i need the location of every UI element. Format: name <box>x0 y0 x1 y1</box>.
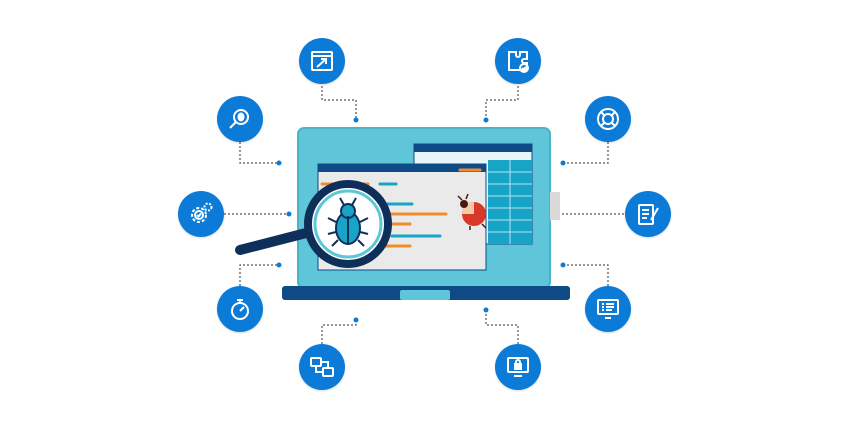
red-bug <box>457 193 487 230</box>
gear-check-node <box>178 191 224 237</box>
flow-window-icon <box>310 357 334 377</box>
puzzle-code-icon <box>508 51 529 73</box>
secure-upload-icon <box>507 357 529 377</box>
connector-lines <box>224 82 624 344</box>
connector-dots <box>276 117 566 323</box>
bug-search-node <box>217 96 263 142</box>
bug-search-icon <box>229 109 249 129</box>
bug-icon <box>327 197 369 247</box>
secure-upload-node <box>495 344 541 390</box>
resize-window-icon <box>311 51 333 71</box>
magnifying-glass <box>235 180 392 268</box>
stopwatch-node <box>217 286 263 332</box>
stopwatch-icon <box>231 299 249 320</box>
resize-window-node <box>299 38 345 84</box>
checklist-pen-icon <box>638 204 659 225</box>
flow-window-node <box>299 344 345 390</box>
checklist-pen-node <box>625 191 671 237</box>
puzzle-code-node <box>495 38 541 84</box>
monitor-checklist-node <box>585 286 631 332</box>
gear-check-icon <box>191 202 213 223</box>
lifebuoy-icon <box>597 108 619 130</box>
lifebuoy-node <box>585 96 631 142</box>
monitor-checklist-icon <box>597 299 619 319</box>
